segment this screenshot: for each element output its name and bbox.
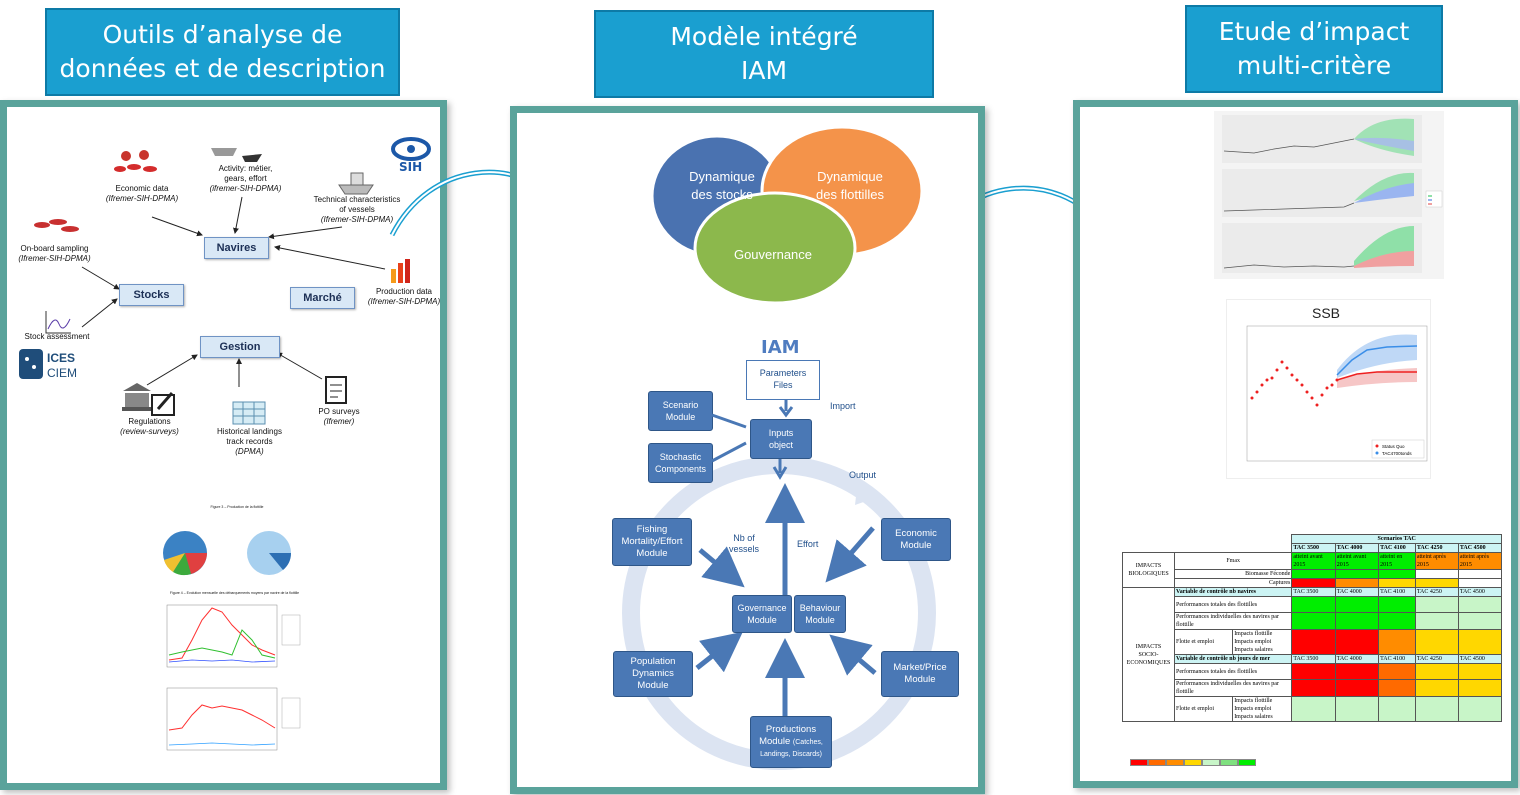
var-nb-navires: Variable de contrôle nb navires: [1173, 587, 1293, 597]
po-surveys-icon: [325, 376, 347, 404]
onboard-sampling-icon: [34, 219, 79, 232]
production-chart-icon: [391, 259, 410, 283]
captures-label: Captures: [1173, 578, 1293, 588]
tac-4000: TAC 4000: [1334, 543, 1380, 553]
output-label: Output: [849, 470, 877, 480]
report-line-charts: [166, 604, 301, 751]
impact-table: Scenarios TAC TAC 3500 TAC 4000 TAC 4100…: [1122, 534, 1503, 722]
node-navires: Navires: [204, 237, 269, 259]
report-fig2-caption: Figure 4 – Evolution mensuelle des débar…: [169, 591, 300, 595]
report-thumbnail: Figure 3 – Production de la flottille Fi…: [147, 505, 322, 760]
fmax-cell-1: atteint avant 2015: [1291, 552, 1336, 570]
tac-4250: TAC 4250: [1414, 543, 1459, 553]
perf-indiv-1: Performances individuelles des navires p…: [1173, 612, 1293, 630]
regulations-icon: [122, 383, 175, 416]
middle-title: Modèle intégré IAM: [594, 10, 934, 98]
perf-totales-2: Performances totales des flottilles: [1173, 663, 1293, 680]
fmax-cell-4: atteint après 2015: [1414, 552, 1459, 570]
venn-diagram: Dynamique des stocks Dynamique des flott…: [650, 125, 924, 305]
stock-assessment-label: Stock assessment: [24, 332, 90, 341]
report-pie-charts: [163, 531, 292, 576]
var-nb-jours: Variable de contrôle nb jours de mer: [1173, 654, 1293, 664]
regulations-label: Regulations(review-surveys): [120, 417, 179, 436]
perf-totales-1: Performances totales des flottilles: [1173, 596, 1293, 613]
tac-4500: TAC 4500: [1457, 543, 1503, 553]
report-fig1-caption: Figure 3 – Production de la flottille: [210, 505, 264, 509]
import-arrow: [778, 399, 794, 418]
economic-data-icon: [114, 150, 157, 172]
node-gestion: Gestion: [200, 336, 280, 358]
ssb-legend-tac: TAC4700tonds: [1382, 451, 1412, 456]
ices-logo-text: ICES: [47, 351, 75, 365]
venn-stocks-line1: Dynamique: [689, 169, 755, 184]
production-label: Production data(Ifremer-SIH-DPMA): [367, 287, 441, 306]
biomasse-label: Biomasse Féconde: [1173, 569, 1293, 579]
sih-logo-text: SIH: [399, 160, 422, 174]
node-stocks: Stocks: [119, 284, 184, 306]
left-panel: Navires Stocks Marché Gestion SIH ICES C…: [0, 100, 447, 790]
economic-data-label: Economic data(Ifremer-SIH-DPMA): [105, 184, 179, 203]
perf-indiv-2: Performances individuelles des navires p…: [1173, 679, 1293, 697]
ciem-logo-text: CIEM: [47, 366, 77, 380]
flotte-emploi-2: Flotte et emploi: [1173, 696, 1234, 722]
middle-panel: Dynamique des stocks Dynamique des flott…: [510, 106, 985, 794]
left-arrows: [81, 196, 386, 387]
onboard-label: On-board sampling(Ifremer-SIH-DPMA): [18, 244, 91, 263]
tac-3500: TAC 3500: [1291, 543, 1336, 553]
ssb-legend-status-quo: Status Quo: [1382, 444, 1405, 449]
fmax-cell-2: atteint avant 2015: [1334, 552, 1380, 570]
vessel-icon: [338, 172, 374, 195]
effort-label: Effort: [797, 539, 819, 549]
scenarios-header: Scenarios TAC: [1291, 534, 1502, 544]
venn-flottilles-line2: des flottilles: [816, 187, 884, 202]
right-title: Etude d’impact multi-critère: [1185, 5, 1443, 93]
ices-logo-icon: ICES CIEM: [19, 349, 77, 380]
fmax-label: Fmax: [1173, 552, 1293, 570]
color-scale-legend: [1130, 759, 1256, 766]
flotte-emploi-1: Flotte et emploi: [1173, 629, 1234, 655]
tac-4100: TAC 4100: [1378, 543, 1416, 553]
stock-assessment-icon: [45, 311, 71, 334]
ssb-title: SSB: [1312, 305, 1341, 321]
iam-heading: IAM: [761, 337, 800, 358]
projection-charts: [1214, 111, 1444, 279]
sih-logo-icon: SIH: [391, 137, 431, 174]
import-label: Import: [830, 401, 856, 411]
ssb-chart: SSB Status Quo TAC4700tonds: [1226, 299, 1431, 479]
landings-records-icon: [232, 401, 266, 425]
impact-table-wrap: Scenarios TAC TAC 3500 TAC 4000 TAC 4100…: [1122, 534, 1503, 722]
ssb-plot: Status Quo TAC4700tonds: [1246, 325, 1428, 462]
node-marche: Marché: [290, 287, 355, 309]
venn-gouvernance: Gouvernance: [734, 247, 812, 262]
activity-label: Activity: métier,gears, effort(ifremer-S…: [209, 164, 282, 193]
venn-flottilles-line1: Dynamique: [817, 169, 883, 184]
input-arrows: [711, 413, 788, 480]
fmax-cell-5: atteint après 2015: [1457, 552, 1503, 570]
left-title: Outils d’analyse de données et de descri…: [45, 8, 400, 96]
venn-stocks-line2: des stocks: [691, 187, 753, 202]
fmax-cell-3: atteint en 2015: [1378, 552, 1416, 570]
po-surveys-label: PO surveys(Ifremer): [318, 407, 360, 426]
activity-icon: [211, 148, 262, 162]
right-panel: SSB Status Quo TAC4700tonds Scenarios TA…: [1073, 100, 1518, 788]
